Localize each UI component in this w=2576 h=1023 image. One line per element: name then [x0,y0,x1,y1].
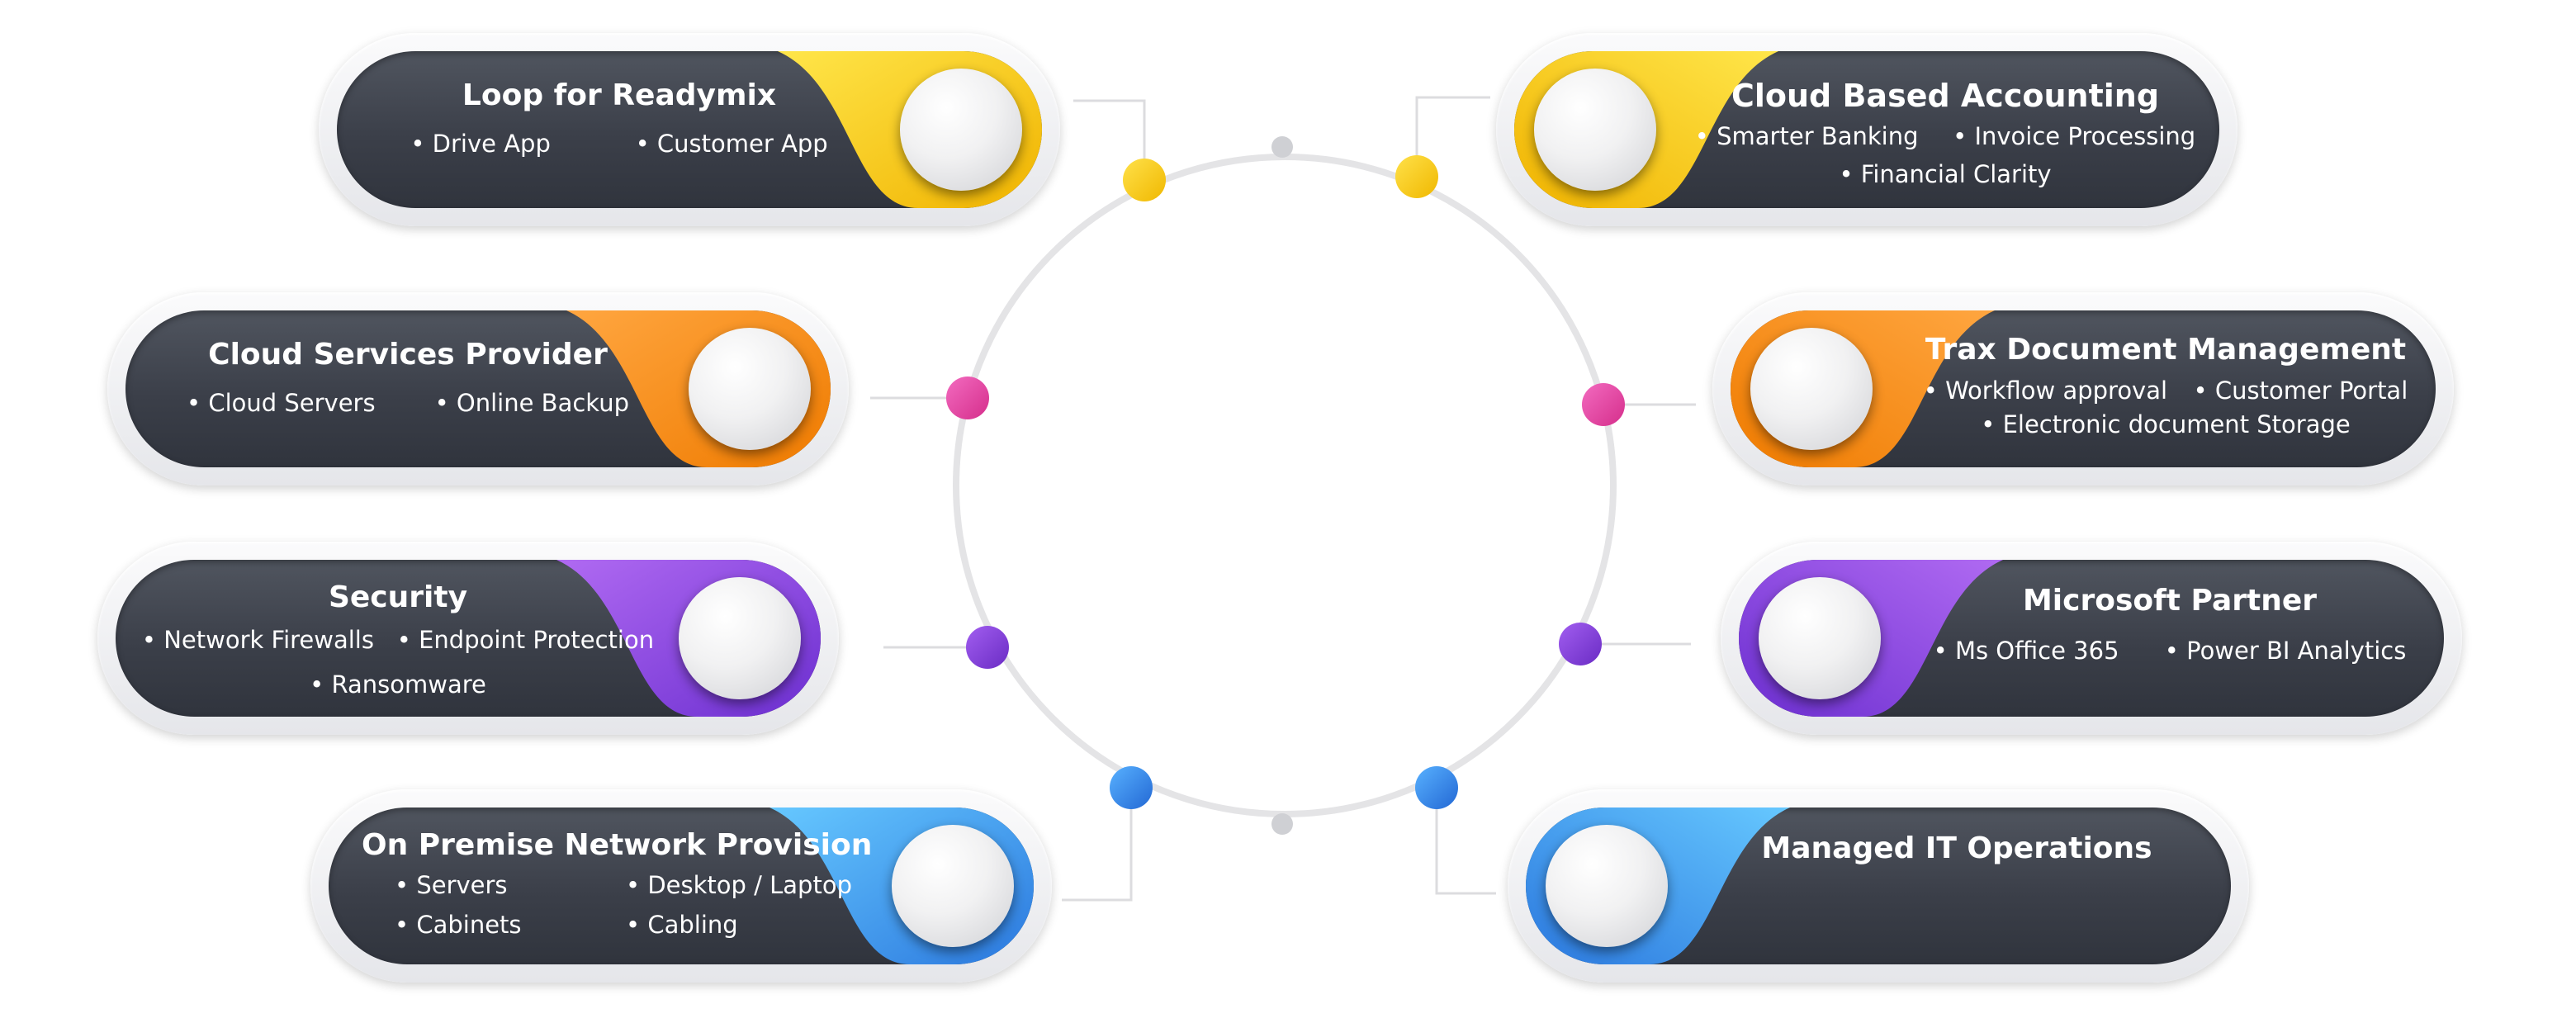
card-cloud-accounting: Cloud Based Accounting Smarter Banking I… [1496,33,2237,226]
card-item: Online Backup [435,384,629,422]
card-managed-it: Managed IT Operations [1508,789,2249,983]
card-knob [679,577,801,699]
node-dot-security [966,626,1009,669]
card-title: Trax Document Management [1925,333,2407,367]
card-item: Financial Clarity [1688,155,2203,193]
card-knob [1750,328,1873,450]
node-dot-cloud-services [946,377,989,419]
card-title: Loop for Readymix [462,78,777,112]
connector-loop-readymix [1073,99,1146,175]
card-knob [892,825,1014,947]
card-item: Invoice Processing [1953,117,2195,155]
card-item: Cabinets [395,906,521,945]
card-knob [900,69,1022,191]
card-item: Endpoint Protection [397,618,654,663]
node-dot-loop-readymix [1123,159,1166,201]
connector-cloud-accounting [1415,96,1490,175]
card-security: Security Network Firewalls Endpoint Prot… [97,542,839,735]
card-on-premise: On Premise Network Provision Servers Des… [310,789,1052,983]
ring-dot-top [1271,136,1293,158]
card-item: Ms Office 365 [1934,632,2119,670]
card-item: Drive App [410,125,551,163]
connector-on-premise [1062,791,1133,902]
node-dot-microsoft [1559,623,1602,665]
card-microsoft: Microsoft Partner Ms Office 365 Power BI… [1721,542,2462,735]
card-knob [689,328,811,450]
card-item: Desktop / Laptop [626,866,852,906]
connector-managed-it [1435,789,1496,895]
center-ring [953,154,1617,817]
card-title: Security [328,580,468,614]
card-knob [1759,577,1881,699]
card-item: Cloud Servers [187,384,375,422]
card-title: Cloud Services Provider [208,338,608,372]
card-item: Ransomware [140,663,656,708]
card-title: Microsoft Partner [2022,584,2318,618]
card-item: Network Firewalls [142,618,374,663]
card-loop-readymix: Loop for Readymix Drive App Customer App [319,33,1060,226]
node-dot-trax [1582,383,1625,426]
node-dot-on-premise [1110,766,1153,809]
node-dot-managed-it [1415,766,1458,809]
card-item: Workflow approval [1924,374,2167,408]
card-knob [1534,69,1656,191]
card-item: Power BI Analytics [2165,632,2406,670]
card-item: Smarter Banking [1695,117,1918,155]
card-item: Electronic document Storage [1920,408,2411,442]
card-item: Cabling [626,906,737,945]
card-knob [1546,825,1668,947]
card-item: Customer App [636,125,828,163]
card-trax: Trax Document Management Workflow approv… [1712,292,2454,485]
card-title: Cloud Based Accounting [1731,78,2160,114]
card-item: Servers [395,866,507,906]
card-item: Customer Portal [2194,374,2408,408]
card-title: On Premise Network Provision [362,828,873,862]
node-dot-cloud-accounting [1395,155,1438,198]
card-cloud-services: Cloud Services Provider Cloud Servers On… [107,292,849,485]
ring-dot-bottom [1271,813,1293,835]
card-title: Managed IT Operations [1761,831,2152,865]
